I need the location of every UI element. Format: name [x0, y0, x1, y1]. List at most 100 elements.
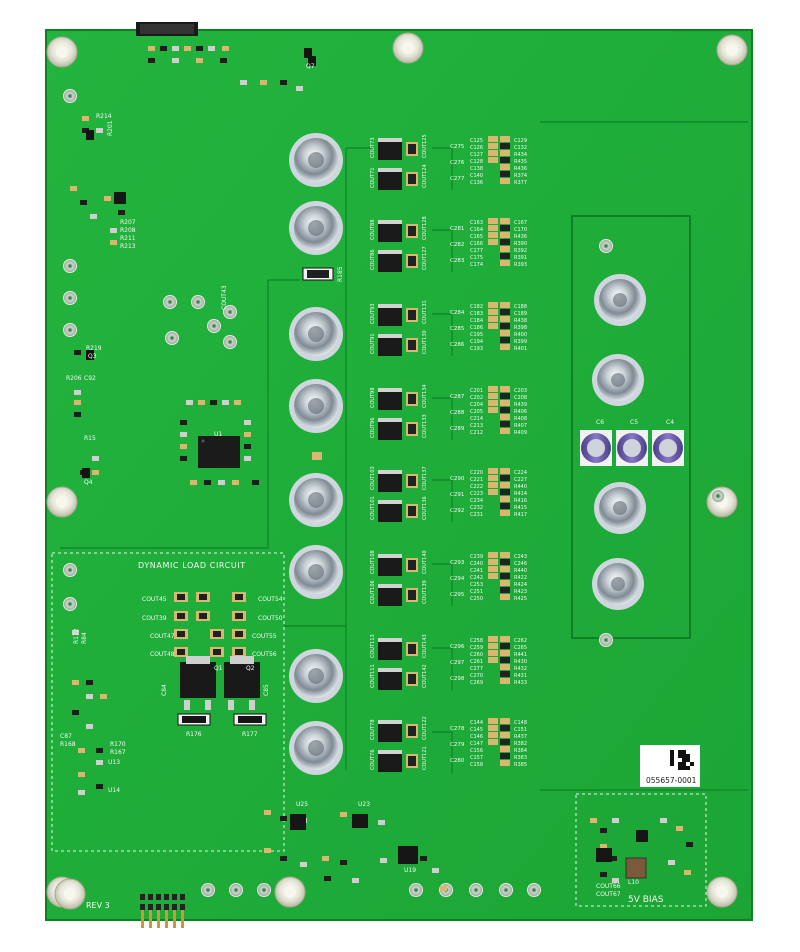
r208-label: R208 [120, 227, 136, 234]
vlabel-3-c: COUT96 [370, 417, 376, 438]
cout43-label: COUT43 [221, 285, 228, 310]
smd-47 [218, 480, 225, 485]
smd-48 [232, 480, 239, 485]
smd-50 [72, 630, 79, 635]
small-cap-3-2 [488, 400, 498, 406]
small-cap-label-7-3: C147 [470, 741, 483, 747]
smd-84 [600, 844, 607, 849]
c4-label: C4 [666, 419, 674, 426]
barcode-cell-9 [682, 754, 686, 758]
right-res-label-7-4: R384 [514, 748, 527, 754]
small-cap-2-0 [488, 302, 498, 308]
sot-3 [304, 48, 312, 58]
trace-3 [60, 280, 269, 549]
top-header-connector [136, 22, 198, 36]
small-cap-label-6-6: C269 [470, 680, 483, 686]
small-cap-5-0 [488, 552, 498, 558]
smd-66 [340, 812, 347, 817]
right-res-1-0 [500, 218, 510, 224]
dl-cap-body-10 [213, 631, 221, 637]
small-ic-5 [636, 830, 648, 842]
right-res-label-5-5: R423 [514, 589, 527, 595]
right-res-4-5 [500, 503, 510, 509]
cap-label-5-0: C293 [450, 560, 465, 566]
small-cap-0-3 [488, 157, 498, 163]
small-cap-label-6-3: C261 [470, 659, 483, 665]
small-cap-label-3-0: C201 [470, 388, 483, 394]
header-pin-2 [157, 910, 160, 928]
tantalum-body-3-1 [408, 424, 416, 434]
small-cap-label-5-0: C239 [470, 554, 483, 560]
header-pin-row2-2 [156, 904, 161, 910]
smd-90 [684, 870, 691, 875]
smd-46 [204, 480, 211, 485]
u1-chip [198, 436, 240, 468]
smd-13 [280, 80, 287, 85]
part-number-label: 055657-0001 [646, 776, 697, 785]
small-cap-0-1 [488, 143, 498, 149]
right-res-label-0-6: R377 [514, 180, 527, 186]
barcode-cell-23 [690, 762, 694, 766]
small-cap-6-2 [488, 650, 498, 656]
standoff-center-2 [726, 44, 738, 56]
trace-5 [432, 229, 453, 272]
vlabel-2-b: COUT131 [422, 300, 428, 324]
standoff-center-3 [56, 496, 68, 508]
output-cap-vent-7 [308, 740, 324, 756]
header-pin-top-4 [172, 894, 177, 900]
right-res-label-6-0: C262 [514, 638, 527, 644]
bulk-cap-vent-2 [613, 501, 627, 515]
right-res-label-2-3: R398 [514, 325, 527, 331]
tantalum-0-0 [378, 138, 402, 160]
tantalum-band-4-1 [378, 500, 402, 504]
q2-mosfet [224, 656, 260, 710]
plated-hole-5 [63, 597, 77, 611]
vlabel-3-a: COUT98 [370, 387, 376, 408]
right-res-5-0 [500, 552, 510, 558]
small-ic-0 [114, 192, 126, 204]
trace-9 [432, 563, 453, 606]
smd-78 [440, 886, 447, 891]
right-res-label-5-0: C243 [514, 554, 527, 560]
q4-label: Q4 [84, 479, 93, 486]
plated-hole-9 [409, 883, 423, 897]
small-cap-label-0-0: C125 [470, 138, 483, 144]
output-cap-vent-1 [308, 220, 324, 236]
vlabel-7-d: COUT121 [422, 746, 428, 770]
smd-92 [612, 878, 619, 883]
smd-12 [260, 80, 267, 85]
barcode-cell-21 [682, 762, 686, 766]
smd-23 [110, 228, 117, 233]
right-res-label-2-2: R438 [514, 318, 527, 324]
cap-label-2-0: C284 [450, 310, 465, 316]
right-res-label-5-4: R424 [514, 582, 527, 588]
right-res-3-5 [500, 421, 510, 427]
tantalum-body-2-0 [408, 310, 416, 320]
small-cap-label-0-2: C127 [470, 152, 483, 158]
right-res-2-6 [500, 344, 510, 350]
smd-73 [340, 860, 347, 865]
small-cap-label-3-4: C214 [470, 416, 483, 422]
small-cap-6-3 [488, 657, 498, 663]
header-pin-top-2 [156, 894, 161, 900]
cap-label-3-1: C288 [450, 410, 465, 416]
right-res-4-0 [500, 468, 510, 474]
vlabel-6-c: COUT111 [370, 664, 376, 688]
tantalum-band-1-1 [378, 250, 402, 254]
plated-hole-21 [599, 633, 613, 647]
vlabel-0-c: COUT71 [370, 167, 376, 188]
c85-label: C85 [263, 684, 270, 696]
right-res-label-6-5: R431 [514, 673, 527, 679]
tantalum-2-0 [378, 304, 402, 326]
tantalum-band-0-1 [378, 168, 402, 172]
smd-88 [686, 842, 693, 847]
tantalum-band-3-1 [378, 418, 402, 422]
header-pin-1 [149, 910, 152, 928]
right-res-label-2-6: R401 [514, 346, 527, 352]
small-cap-label-2-2: C184 [470, 318, 483, 324]
sot-0 [86, 130, 94, 140]
small-cap-4-1 [488, 475, 498, 481]
right-res-1-2 [500, 232, 510, 238]
barcode-cell-6 [670, 754, 674, 758]
right-res-label-7-1: C151 [514, 727, 527, 733]
